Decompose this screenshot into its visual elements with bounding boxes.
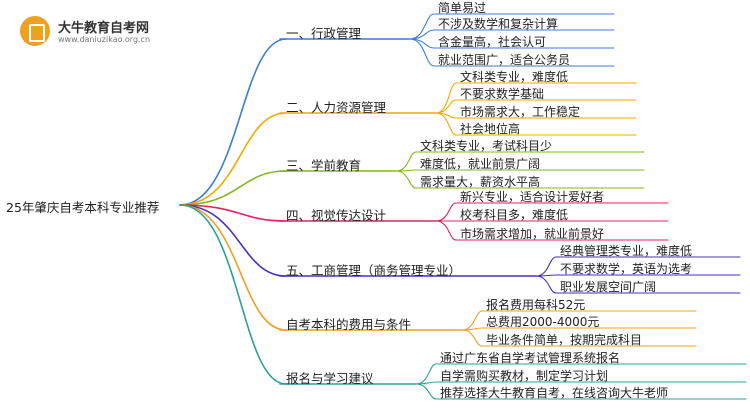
leaf-connector	[435, 112, 457, 136]
leaf-label: 市场需求增加，就业前景好	[460, 227, 605, 241]
leaf-label: 需求量大，薪资水平高	[420, 175, 541, 189]
leaf-label: 自学需购买教材，制定学习计划	[440, 369, 609, 383]
leaf-label: 文科类专业，难度低	[460, 70, 569, 84]
branch-connector	[179, 204, 287, 222]
leaf-label: 经典管理类专业，难度低	[560, 244, 693, 258]
branch-label: 一、行政管理	[286, 26, 362, 41]
leaf-label: 新兴专业，适合设计爱好者	[460, 190, 605, 204]
leaf-label: 不要求数学，英语为选考	[560, 262, 693, 276]
leaf-connector	[461, 327, 483, 331]
leaf-label: 总费用2000-4000元	[486, 315, 600, 329]
leaf-connector	[435, 202, 457, 222]
leaf-connector	[409, 13, 435, 40]
branch-connector	[179, 112, 287, 206]
logo-url: www.daniuzikao.org.cn	[58, 35, 151, 44]
leaf-label: 不要求数学基础	[460, 87, 545, 101]
branch-label: 自考本科的费用与条件	[286, 317, 412, 332]
branch-connector	[179, 170, 287, 206]
leaf-label: 毕业条件简单，按期完成科目	[486, 333, 643, 347]
site-logo[interactable]: 大牛教育自考网 www.daniuzikao.org.cn	[20, 14, 180, 50]
leaf-connector	[395, 170, 417, 189]
leaf-connector	[435, 99, 457, 114]
leaf-connector	[435, 220, 457, 241]
leaf-label: 难度低，就业前景广阔	[420, 157, 541, 171]
leaf-connector	[415, 363, 437, 385]
leaf-connector	[409, 38, 435, 67]
logo-title: 大牛教育自考网	[58, 21, 150, 36]
leaf-connector	[461, 310, 483, 331]
leaf-connector	[535, 275, 557, 294]
leaf-connector	[461, 329, 483, 347]
leaf-connector	[395, 151, 417, 172]
book-badge-icon	[20, 16, 50, 46]
leaf-connector	[415, 383, 437, 400]
leaf-label: 职业发展空间广阔	[560, 280, 657, 294]
leaf-connector	[415, 381, 437, 385]
leaf-label: 报名费用每科52元	[486, 298, 586, 312]
leaf-label: 含金量高，社会认可	[438, 35, 547, 49]
branch-label: 二、人力资源管理	[286, 100, 387, 115]
leaf-label: 市场需求大，工作稳定	[460, 105, 581, 119]
branch-label: 报名与学习建议	[286, 371, 374, 386]
leaf-label: 不涉及数学和复杂计算	[438, 17, 559, 31]
leaf-label: 文科类专业，考试科目少	[420, 139, 553, 153]
branch-connector	[179, 204, 287, 385]
branch-connector	[179, 204, 287, 331]
branch-connector	[179, 38, 287, 206]
leaf-label: 校考科目多，难度低	[460, 208, 569, 222]
leaf-connector	[535, 256, 557, 277]
leaf-label: 简单易过	[438, 1, 487, 15]
leaf-connector	[435, 82, 457, 114]
branch-label: 五、工商管理（商务管理专业）	[286, 263, 462, 278]
leaf-label: 通过广东省自学考试管理系统报名	[440, 351, 621, 365]
branch-label: 四、视觉传达设计	[286, 208, 387, 223]
branch-connector	[179, 204, 287, 277]
leaf-label: 推荐选择大牛教育自考，在线咨询大牛老师	[440, 386, 669, 400]
branch-label: 三、学前教育	[286, 158, 362, 173]
root-node: 25年肇庆自考本科专业推荐	[6, 200, 160, 215]
leaf-label: 社会地位高	[460, 122, 521, 136]
leaf-label: 就业范围广，适合公务员	[438, 53, 571, 67]
